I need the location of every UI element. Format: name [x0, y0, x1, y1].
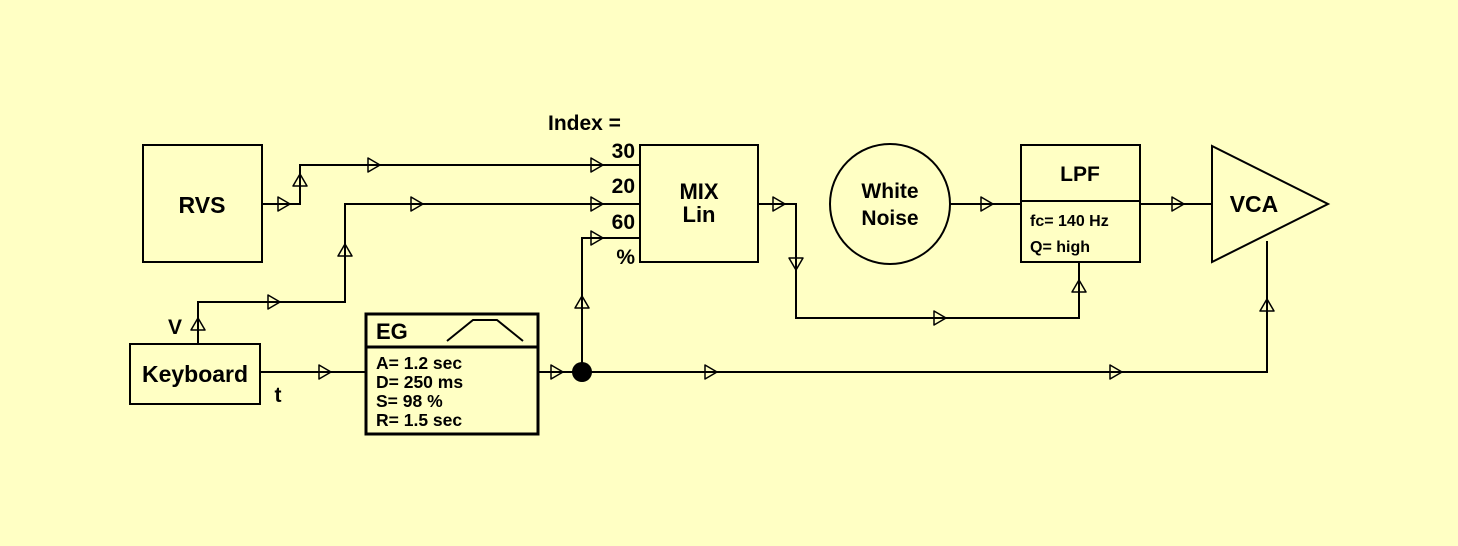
- arrow-right-icon: [267, 294, 281, 310]
- mix-index-label: Index =: [548, 112, 621, 135]
- arrow-right-icon: [1171, 196, 1185, 212]
- arrow-right-icon: [1109, 364, 1123, 380]
- arrow-right-icon: [980, 196, 994, 212]
- eg-sustain-param: S= 98 %: [376, 391, 443, 411]
- white-noise-block: White Noise: [829, 143, 951, 265]
- envelope-shape-icon: [446, 319, 524, 342]
- arrow-right-icon: [772, 196, 786, 212]
- arrow-right-icon: [933, 310, 947, 326]
- arrow-up-icon: [337, 243, 353, 257]
- mix-block: MIX Lin Index = 30 20 60 %: [548, 112, 759, 269]
- lpf-fc-param: fc= 140 Hz: [1030, 213, 1109, 230]
- wire-eg-to-mix: [581, 237, 640, 372]
- junction-dot: [572, 362, 592, 382]
- vca-label: VCA: [1230, 191, 1279, 217]
- arrow-right-icon: [367, 157, 381, 173]
- white-noise-label-line1: White: [861, 180, 918, 203]
- arrow-right-icon: [590, 157, 604, 173]
- arrow-down-icon: [788, 257, 804, 271]
- keyboard-v-output-label: V: [168, 316, 182, 339]
- wire-mix-to-lpf-control: [758, 203, 1080, 319]
- arrow-right-icon: [277, 196, 291, 212]
- white-noise-label-line2: Noise: [861, 207, 918, 230]
- arrow-right-icon: [704, 364, 718, 380]
- signal-arrows: [190, 157, 1275, 380]
- lpf-q-param: Q= high: [1030, 239, 1090, 256]
- lpf-label: LPF: [1060, 163, 1100, 186]
- arrow-right-icon: [318, 364, 332, 380]
- arrow-up-icon: [1259, 298, 1275, 312]
- wire-rvs-to-mix: [262, 164, 640, 205]
- arrow-up-icon: [574, 295, 590, 309]
- mix-index-input-1: 30: [612, 140, 635, 163]
- arrow-right-icon: [550, 364, 564, 380]
- rvs-label: RVS: [179, 192, 226, 218]
- rvs-block: RVS: [142, 144, 263, 263]
- mix-label-line1: MIX: [679, 179, 718, 204]
- mix-index-input-3: 60: [612, 211, 635, 234]
- arrow-right-icon: [410, 196, 424, 212]
- keyboard-label: Keyboard: [142, 361, 248, 387]
- mix-label-line2: Lin: [683, 202, 716, 227]
- eg-decay-param: D= 250 ms: [376, 372, 463, 392]
- vca-block: VCA: [1211, 144, 1331, 264]
- eg-attack-param: A= 1.2 sec: [376, 353, 462, 373]
- arrow-up-icon: [1071, 279, 1087, 293]
- eg-release-param: R= 1.5 sec: [376, 410, 462, 430]
- arrow-right-icon: [590, 196, 604, 212]
- connection-wires: [197, 164, 1268, 382]
- eg-block: EG A= 1.2 sec D= 250 ms S= 98 % R= 1.5 s…: [364, 312, 540, 436]
- arrow-right-icon: [590, 230, 604, 246]
- wire-eg-to-vca: [538, 241, 1268, 373]
- wire-keyboard-v-to-mix: [197, 203, 640, 344]
- arrow-up-icon: [292, 173, 308, 187]
- lpf-block: LPF fc= 140 Hz Q= high: [1020, 144, 1141, 263]
- keyboard-t-output-label: t: [275, 384, 282, 407]
- arrow-up-icon: [190, 317, 206, 331]
- mix-index-unit: %: [616, 246, 635, 269]
- keyboard-block: Keyboard V t: [129, 316, 282, 407]
- eg-label: EG: [376, 319, 408, 344]
- mix-index-input-2: 20: [612, 175, 635, 198]
